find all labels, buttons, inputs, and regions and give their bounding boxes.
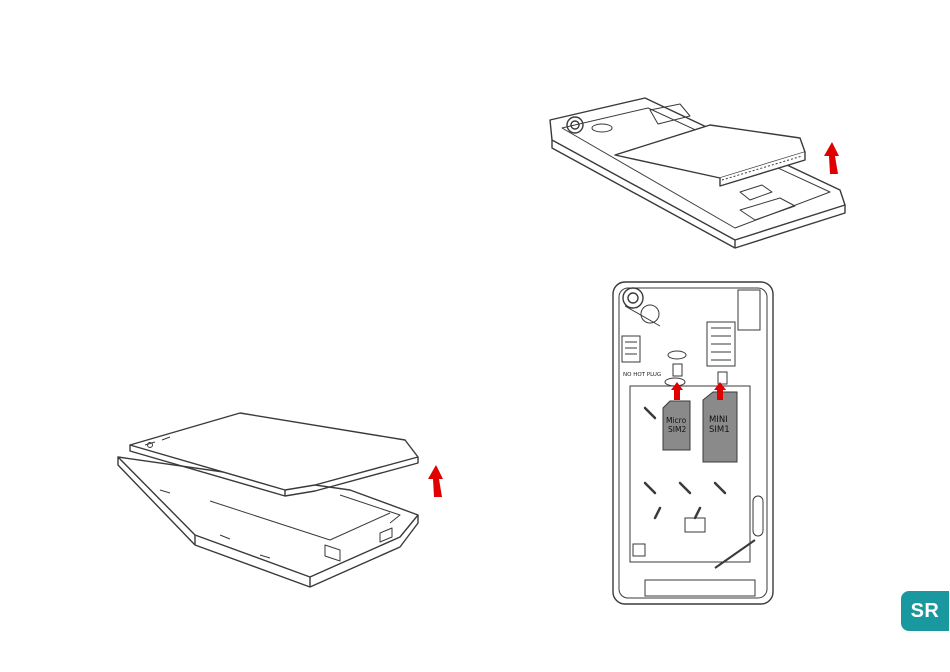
micro-sim2-label-line1: Micro [666,416,687,425]
mini-sim1-label-line1: MINI [709,415,728,425]
mini-sim1-label-line2: SIM1 [709,425,730,435]
remove-battery-illustration [540,80,870,260]
no-hot-plug-label: NO HOT PLUG [623,372,661,378]
language-badge: SR [901,591,949,631]
lift-arrow-icon [824,142,839,174]
lift-arrow-icon [428,465,443,497]
remove-cover-illustration [100,385,470,605]
micro-sim2-label-line2: SIM2 [668,425,686,434]
insert-sim-illustration: NO HOT PLUG Micro SIM2 MINI SIM1 [605,278,780,608]
